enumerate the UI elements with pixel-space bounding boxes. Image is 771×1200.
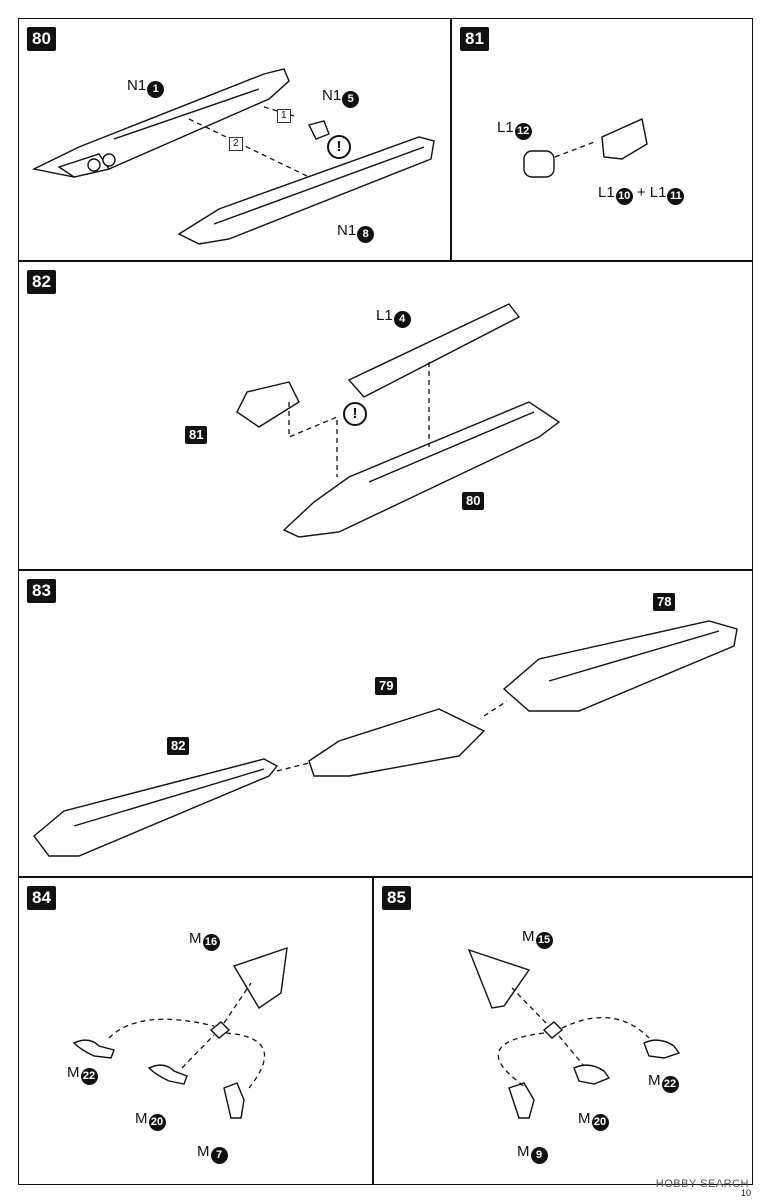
- ref-79: 79: [375, 677, 398, 695]
- substep-1: 1: [277, 109, 291, 123]
- part-l1-4: [347, 303, 521, 398]
- step-number: 84: [27, 886, 56, 910]
- parts-diagram: [236, 303, 561, 538]
- part-m-15: [467, 948, 531, 1009]
- assembly-82: [33, 758, 279, 857]
- part-l1-10-11: [601, 118, 648, 160]
- step-number: 81: [460, 27, 489, 51]
- part-n1-5: [307, 120, 330, 140]
- part-m-22: [643, 1039, 681, 1059]
- part-m-9: [508, 1082, 535, 1119]
- part-m-20: [573, 1064, 611, 1085]
- ref-78: 78: [653, 593, 676, 611]
- part-81: [236, 381, 300, 428]
- parts-diagram: [33, 620, 738, 857]
- part-m-16: [232, 946, 288, 1009]
- step-number: 80: [27, 27, 56, 51]
- substep-2: 2: [229, 137, 243, 151]
- part-m-20: [147, 1064, 188, 1085]
- step-number: 85: [382, 886, 411, 910]
- parts-diagram: [467, 948, 681, 1119]
- parts-diagram: [72, 946, 288, 1119]
- parts-diagram: [523, 118, 648, 178]
- ref-82: 82: [167, 737, 190, 755]
- part-m-7: [223, 1082, 245, 1119]
- part-80: [282, 401, 561, 538]
- warning-icon: !: [327, 135, 351, 159]
- warning-icon: !: [343, 402, 367, 426]
- watermark: HOBBY SEARCH: [655, 1178, 749, 1190]
- step-number: 82: [27, 270, 56, 294]
- part-l1-12: [523, 150, 555, 178]
- step-number: 83: [27, 579, 56, 603]
- ref-80: 80: [462, 492, 485, 510]
- page-number: 10: [740, 1188, 751, 1198]
- ref-81: 81: [185, 426, 208, 444]
- parts-diagram: [31, 68, 435, 245]
- step-83-panel: 83 78 79 82: [18, 570, 753, 877]
- assembly-78: [502, 620, 738, 712]
- assembly-79: [308, 708, 486, 777]
- part-m-22: [72, 1039, 115, 1059]
